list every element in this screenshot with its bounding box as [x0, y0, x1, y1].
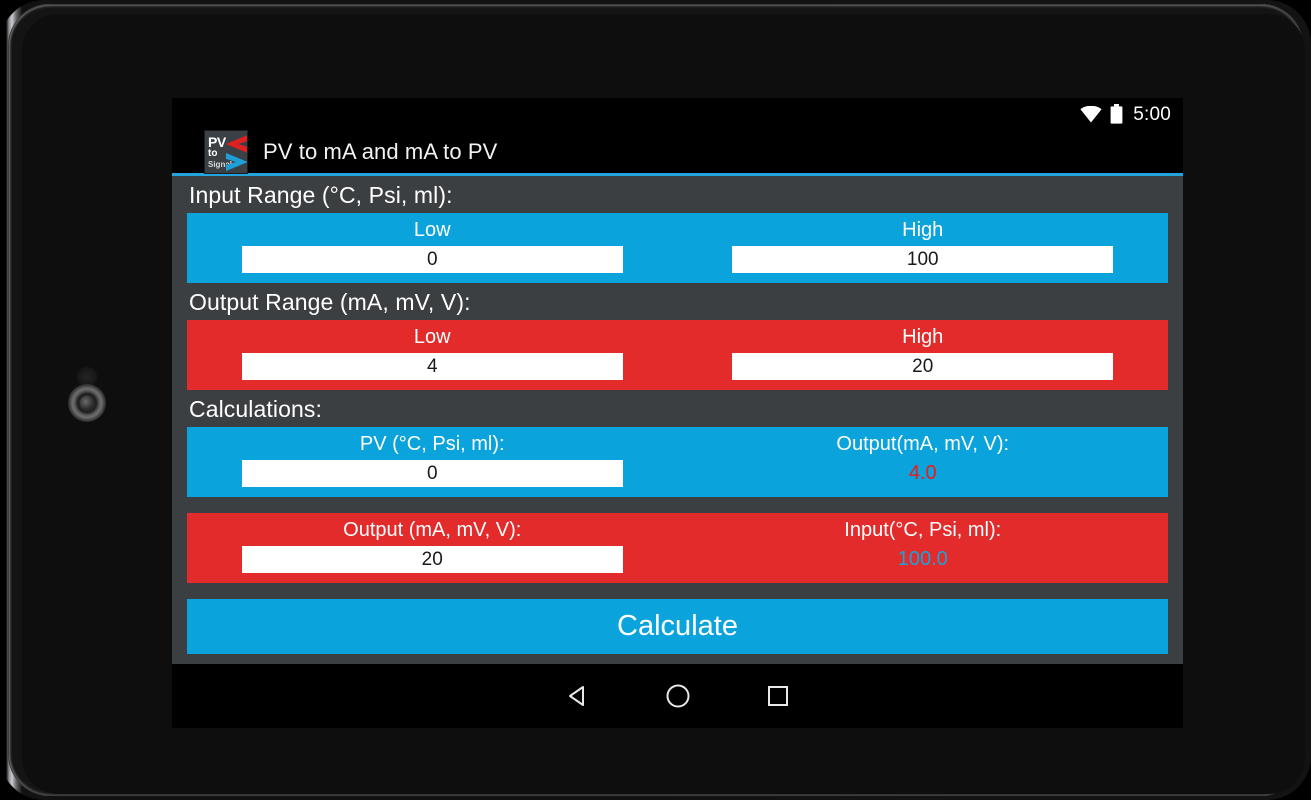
- pv-input-label: PV (°C, Psi, ml):: [359, 433, 505, 455]
- light-sensor-icon: [77, 367, 97, 387]
- output-input-group: Output (mA, mV, V):: [187, 513, 678, 583]
- pv-output-result-group: Output(mA, mV, V): 4.0: [678, 427, 1169, 497]
- recents-square-icon[interactable]: [755, 673, 801, 719]
- tablet-body: 5:00 PV to Signal PV to mA and mA to PV: [8, 4, 1305, 796]
- output-range-low-label: Low: [413, 326, 451, 348]
- wifi-icon: [1080, 105, 1102, 123]
- calculations-section-label: Calculations:: [189, 396, 322, 422]
- output-range-high-field[interactable]: [732, 353, 1114, 380]
- app-logo-line2: to: [208, 147, 218, 159]
- output-to-pv-panel: Output (mA, mV, V): Input(°C, Psi, ml): …: [187, 513, 1168, 583]
- output-input-result-group: Input(°C, Psi, ml): 100.0: [678, 513, 1169, 583]
- output-input-field[interactable]: [241, 546, 623, 573]
- app-logo-line1: PV: [208, 133, 226, 150]
- app-title-text: PV to mA and mA to PV: [263, 138, 498, 164]
- output-range-panel: Low High: [187, 320, 1168, 390]
- app-logo-icon: PV to Signal: [204, 129, 248, 174]
- input-range-high-label: High: [902, 219, 944, 241]
- input-range-low-field[interactable]: [241, 246, 623, 273]
- panel-spacer: [187, 497, 1168, 513]
- calculate-button[interactable]: Calculate: [187, 599, 1168, 654]
- android-navigation-bar: [172, 664, 1183, 728]
- input-range-low-label: Low: [413, 219, 451, 241]
- output-input-label: Output (mA, mV, V):: [343, 519, 522, 541]
- back-triangle-icon[interactable]: [555, 673, 601, 719]
- output-range-low-group: Low: [187, 320, 678, 390]
- output-range-low-field[interactable]: [241, 353, 623, 380]
- home-circle-icon[interactable]: [655, 673, 701, 719]
- tablet-bezel: 5:00 PV to Signal PV to mA and mA to PV: [22, 14, 1305, 794]
- camera-lens-icon: [68, 384, 106, 422]
- status-bar-clock: 5:00: [1133, 103, 1171, 125]
- output-input-result-value: 100.0: [897, 548, 948, 570]
- tablet-screen: 5:00 PV to Signal PV to mA and mA to PV: [172, 98, 1183, 728]
- input-range-high-group: High: [678, 213, 1169, 283]
- pv-to-output-panel: PV (°C, Psi, ml): Output(mA, mV, V): 4.0: [187, 427, 1168, 497]
- pv-input-group: PV (°C, Psi, ml):: [187, 427, 678, 497]
- output-range-high-label: High: [902, 326, 944, 348]
- output-range-section-label: Output Range (mA, mV, V):: [189, 289, 471, 315]
- input-range-section-label: Input Range (°C, Psi, ml):: [189, 182, 453, 208]
- pv-output-result-value: 4.0: [908, 462, 937, 484]
- pv-output-result-label: Output(mA, mV, V):: [836, 433, 1010, 455]
- output-range-high-group: High: [678, 320, 1169, 390]
- android-status-bar: 5:00: [172, 98, 1183, 130]
- input-range-low-group: Low: [187, 213, 678, 283]
- app-title-bar: PV to Signal PV to mA and mA to PV: [172, 129, 1183, 176]
- output-input-result-label: Input(°C, Psi, ml):: [844, 519, 1002, 541]
- battery-icon: [1110, 104, 1123, 124]
- input-range-high-field[interactable]: [732, 246, 1114, 273]
- pv-input-field[interactable]: [241, 460, 623, 487]
- app-logo-line3: Signal: [208, 159, 233, 169]
- app-content-area: Input Range (°C, Psi, ml): Low High Outp…: [172, 176, 1183, 664]
- input-range-panel: Low High: [187, 213, 1168, 283]
